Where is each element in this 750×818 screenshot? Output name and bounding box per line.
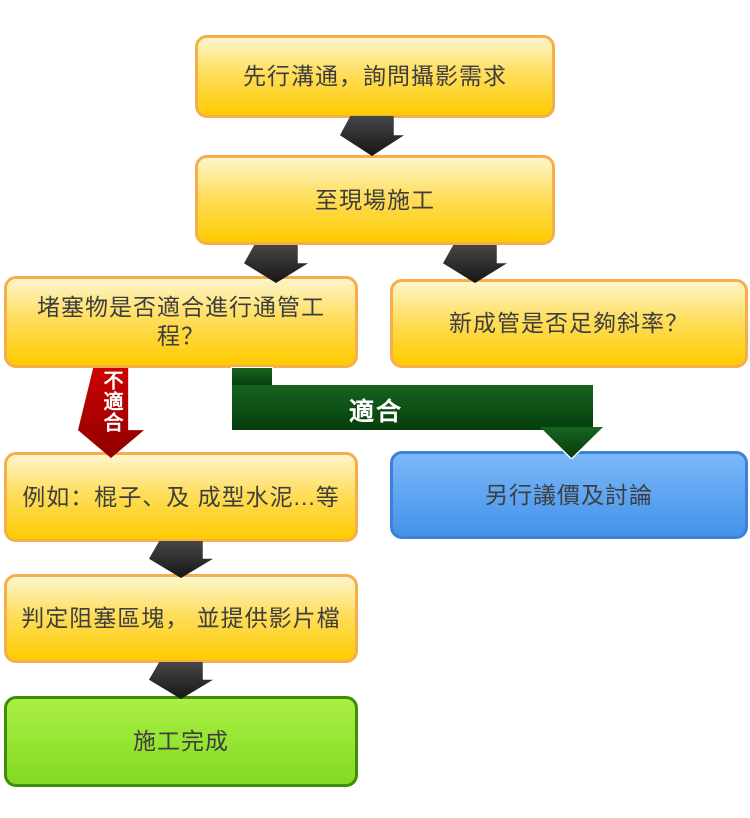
arrow-down-icon	[443, 245, 507, 283]
node-slope-question-label: 新成管是否足夠斜率？	[449, 310, 689, 337]
node-complete-label: 施工完成	[133, 728, 229, 755]
node-judge-blockage: 判定阻塞區塊， 並提供影片檔	[4, 574, 358, 663]
node-negotiate-label: 另行議價及討論	[485, 481, 653, 508]
edge-not-suitable-label: 不適合	[100, 370, 122, 433]
node-negotiate: 另行議價及討論	[390, 451, 748, 539]
arrow-down-icon	[340, 116, 404, 156]
node-communicate: 先行溝通，詢問攝影需求	[195, 35, 555, 118]
node-communicate-label: 先行溝通，詢問攝影需求	[243, 63, 507, 90]
node-judge-blockage-label: 判定阻塞區塊， 並提供影片檔	[21, 605, 341, 632]
edge-suitable-label: 適合	[348, 398, 403, 426]
node-blockage-question-label: 堵塞物是否適合進行通管工程？	[37, 294, 325, 349]
node-blockage-question: 堵塞物是否適合進行通管工程？	[4, 276, 358, 368]
edge-suitable-arrow-icon	[232, 368, 603, 458]
node-examples-label: 例如：棍子、及 成型水泥...等	[22, 483, 340, 510]
arrow-down-icon	[149, 541, 213, 578]
node-go-to-site: 至現場施工	[195, 155, 555, 245]
node-examples: 例如：棍子、及 成型水泥...等	[4, 452, 358, 542]
edge-not-suitable-arrow-icon: 不適合	[78, 368, 144, 458]
arrow-down-icon	[149, 662, 213, 699]
node-complete: 施工完成	[4, 696, 358, 787]
node-slope-question: 新成管是否足夠斜率？	[390, 279, 748, 368]
node-go-to-site-label: 至現場施工	[315, 186, 435, 213]
